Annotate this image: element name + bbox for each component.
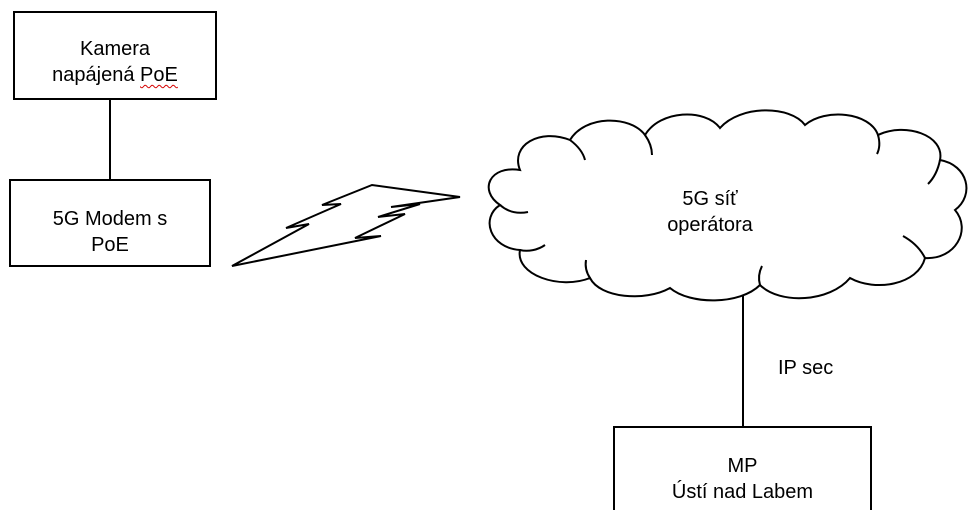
cloud-inner-arc — [757, 265, 763, 286]
cloud-inner-arc — [927, 159, 941, 185]
cloud-label-line1: 5G síť — [682, 188, 738, 210]
cloud-label: 5G síť operátora — [630, 186, 790, 238]
cloud-inner-arc — [519, 244, 546, 252]
camera-label-line2: napájená PoE — [14, 62, 216, 88]
mp-label-line2: Ústí nad Labem — [671, 481, 814, 503]
operator-cloud — [487, 109, 968, 302]
modem-label-line1: 5G Modem s — [52, 208, 168, 230]
mp-box — [613, 426, 872, 510]
wireless-link-bolt — [231, 183, 461, 267]
mp-label: MP Ústí nad Labem — [614, 453, 871, 505]
camera-label-line1: Kamera — [79, 38, 151, 60]
cloud-inner-arc — [644, 134, 653, 156]
cloud-inner-arc — [499, 204, 529, 214]
cloud-inner-arc — [569, 139, 586, 161]
modem-label-line2: PoE — [91, 234, 129, 256]
cloud-label-line2: operátora — [667, 214, 753, 236]
camera-label-word-poe: PoE — [140, 64, 178, 86]
camera-label: Kamera napájená PoE — [14, 36, 216, 88]
cloud-inner-arc — [902, 235, 926, 259]
camera-box — [13, 11, 217, 100]
cloud-inner-arc — [876, 134, 881, 155]
ipsec-edge-label: IP sec — [778, 357, 834, 379]
mp-label-line1: MP — [727, 455, 758, 477]
modem-label: 5G Modem s PoE — [10, 206, 210, 258]
modem-box — [9, 179, 211, 267]
camera-label-word-powered: napájená — [52, 64, 135, 86]
cloud-inner-arc — [584, 259, 591, 279]
